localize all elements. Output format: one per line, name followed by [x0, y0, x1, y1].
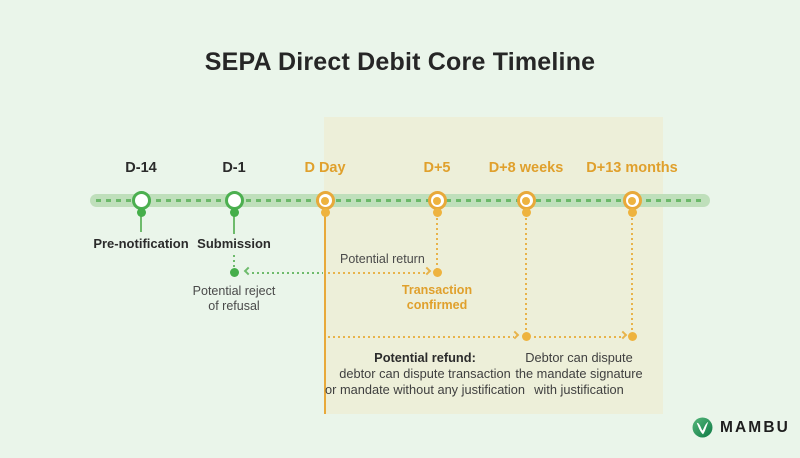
- caption-transaction-confirmed: Transaction confirmed: [401, 283, 473, 312]
- label-submission: Submission: [197, 236, 271, 251]
- tick-label-d-day: D Day: [304, 160, 346, 176]
- node-d-minus-1: [229, 208, 239, 217]
- node-d-plus-13-months-top: [627, 208, 637, 217]
- tick-label-d-plus-8-weeks: D+8 weeks: [488, 160, 564, 176]
- node-d-plus-8-weeks-bottom: [521, 331, 531, 341]
- arrowhead-debtor-dispute: [618, 330, 628, 340]
- tick-label-d-plus-5: D+5: [423, 160, 451, 176]
- stem-d-minus-1-dotted: [233, 255, 235, 273]
- mambu-swoosh-icon: [692, 417, 713, 438]
- connector-potential-refund: [328, 335, 514, 338]
- caption-potential-refund: Potential refund: debtor can dispute tra…: [325, 350, 525, 397]
- mambu-wordmark: MAMBU: [720, 418, 790, 436]
- node-d-plus-8-weeks-top: [521, 208, 531, 217]
- page-title: SEPA Direct Debit Core Timeline: [204, 48, 596, 76]
- highlight-band: [324, 117, 663, 414]
- node-d-plus-13-months-bottom: [627, 331, 637, 341]
- connector-debtor-dispute: [534, 335, 624, 338]
- stem-d-plus-5: [436, 218, 438, 270]
- stem-d-plus-8-weeks: [525, 218, 527, 334]
- connector-potential-reject: [252, 271, 323, 274]
- arrowhead-potential-reject: [243, 266, 253, 276]
- node-transaction-confirmed: [432, 268, 442, 277]
- timeline-axis: [90, 194, 710, 207]
- node-d-minus-14: [136, 208, 146, 217]
- connector-potential-return: [328, 271, 428, 274]
- label-pre-notification: Pre-notification: [93, 236, 189, 251]
- d-day-vertical-rule: [324, 200, 326, 414]
- arrowhead-potential-return: [422, 266, 432, 276]
- tick-label-d-plus-13-months: D+13 months: [586, 160, 678, 176]
- stem-d-minus-14: [140, 212, 142, 232]
- arrowhead-potential-refund: [510, 330, 520, 340]
- caption-potential-reject: Potential reject of refusal: [192, 284, 276, 313]
- node-potential-reject: [229, 268, 239, 277]
- mambu-logo: MAMBU: [692, 417, 790, 438]
- caption-potential-return: Potential return: [340, 252, 425, 266]
- tick-label-d-minus-1: D-1: [222, 160, 246, 176]
- stem-d-minus-1-solid: [233, 212, 235, 234]
- axis-dash-pattern: [96, 199, 704, 202]
- tick-label-d-minus-14: D-14: [125, 160, 157, 176]
- node-d-day: [320, 208, 330, 217]
- node-d-plus-5-top: [432, 208, 442, 217]
- stem-d-plus-13-months: [631, 218, 633, 334]
- caption-debtor-dispute: Debtor can dispute the mandate signature…: [515, 350, 643, 397]
